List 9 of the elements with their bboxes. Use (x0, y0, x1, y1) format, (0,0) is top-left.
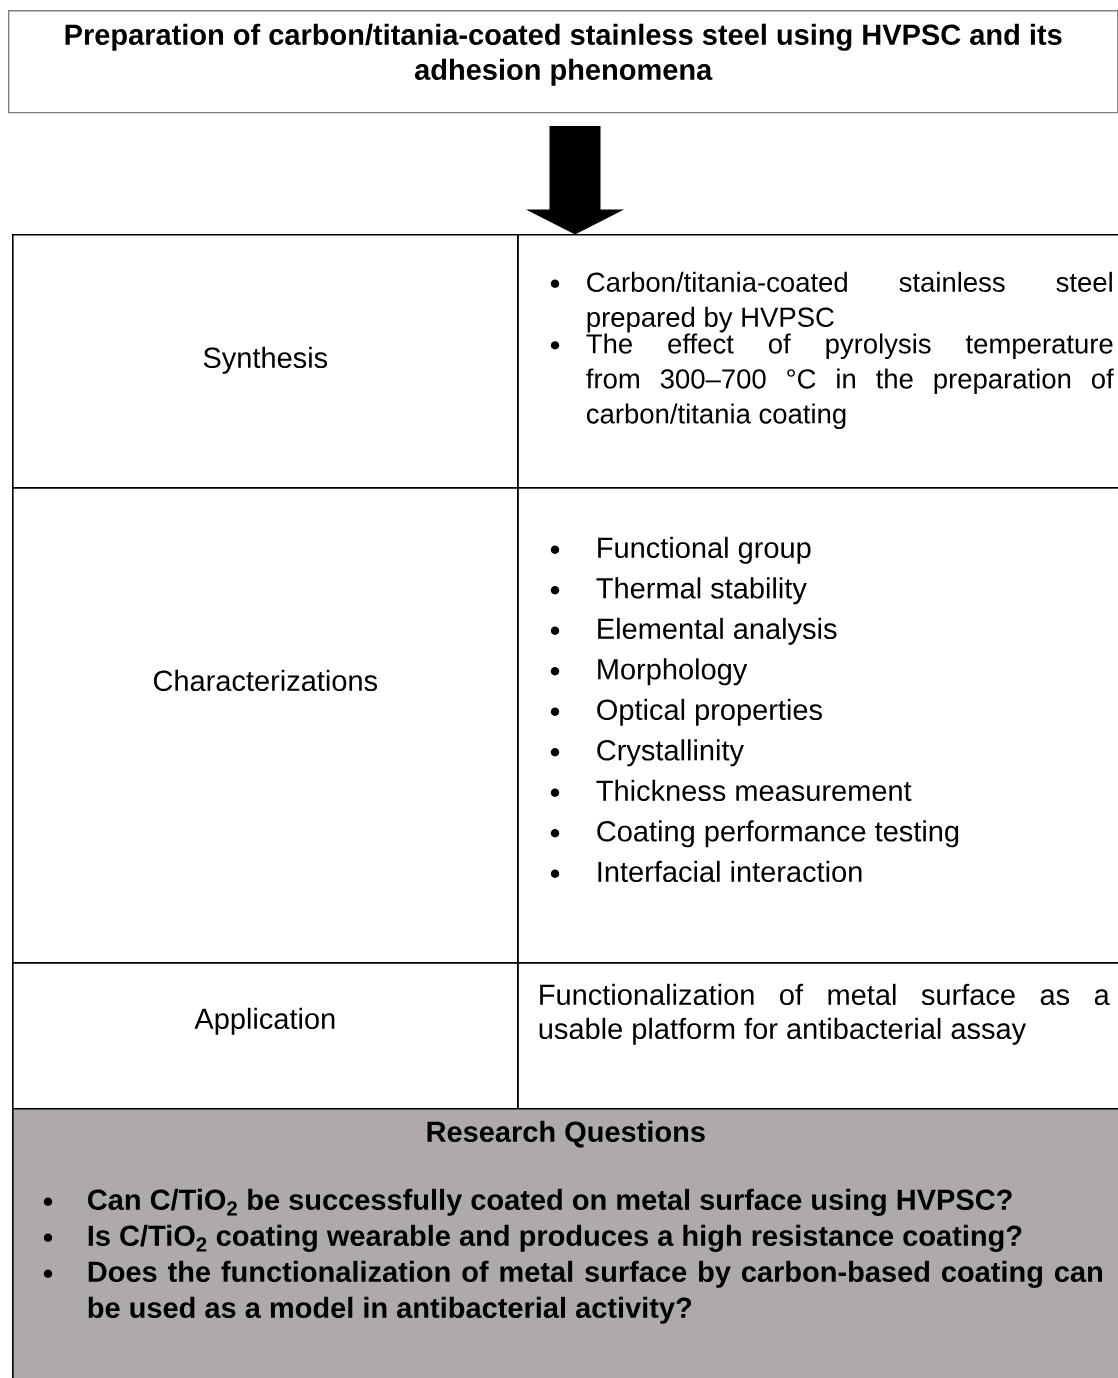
table-cell: Characterizations (12, 487, 519, 964)
questions-panel: Research Questions Can C/TiO$_{2}$ be successfully coated on metal surface using HVPSC? Is C/TiO$_{2}$ coating wearable and produces a high resistance coating? Does the functionalization of metal surface by carbon-based coating can be used as a model in antibacterial activity? (12, 1108, 1118, 1378)
table-cell: Functional group Thermal stability Elemental analysis Morphology Optical properties Crystallinity Thickness measurement Coating performance testing Interfacial interaction (517, 487, 1118, 964)
table-cell: Synthesis (12, 234, 519, 489)
table-cell: Carbon/titania-coated stainless steel prepared by HVPSC The effect of pyrolysis temperature from 300–700 °C in the preparation of carbon/titania coating (517, 234, 1118, 489)
block-arrow (527, 125, 623, 235)
table-cell: Functionalization of metal surface as a usable platform for antibacterial assay (517, 962, 1118, 1110)
table-cell: Application (12, 962, 519, 1110)
title-box: Preparation of carbon/titania-coated stainless steel using HVPSC and its adhesion phenomena (8, 10, 1118, 114)
